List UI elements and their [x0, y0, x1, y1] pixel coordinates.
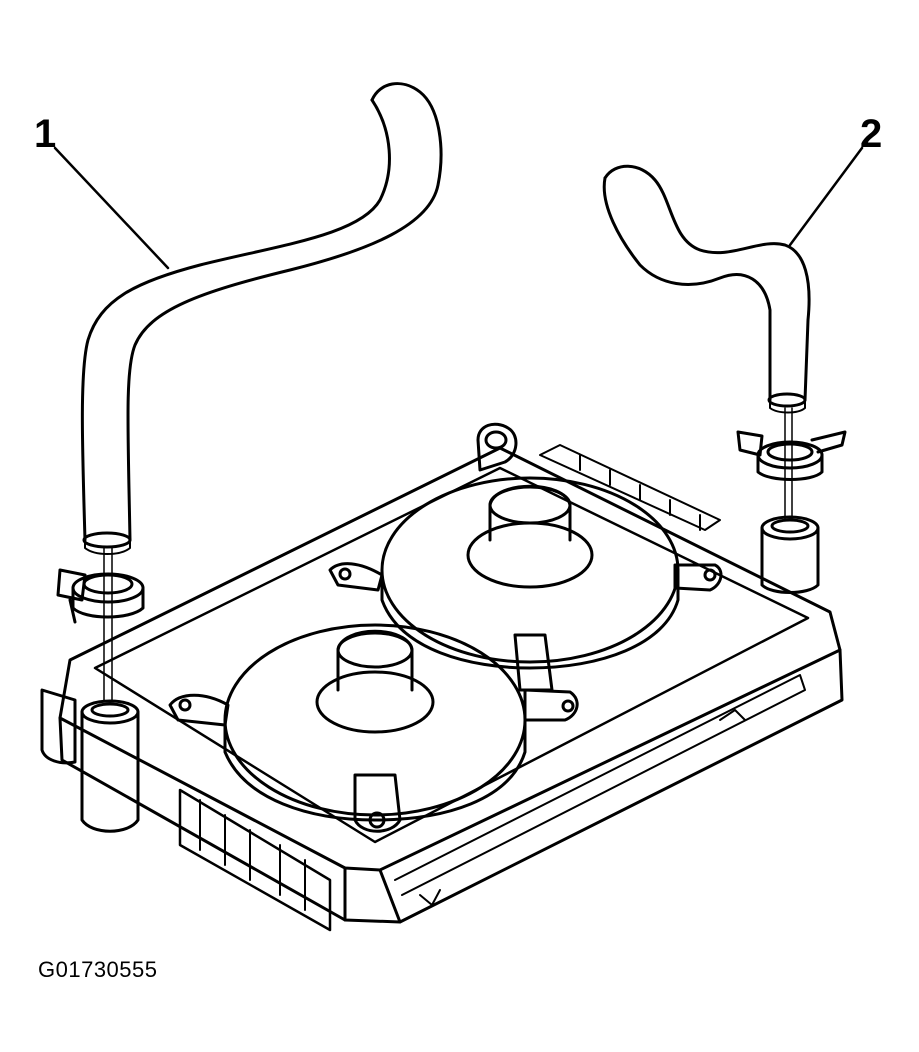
- clamp-1: [58, 570, 143, 622]
- blower-housing-rear: [330, 478, 721, 690]
- hose-2: [604, 166, 809, 412]
- leader-line-1: [55, 148, 168, 268]
- leader-line-2: [790, 148, 862, 245]
- clamp-2: [738, 432, 845, 480]
- callout-label-2: 2: [860, 112, 883, 156]
- hose-1: [82, 84, 441, 554]
- heater-core-body: [42, 424, 842, 930]
- figure-id: G01730555: [38, 957, 158, 982]
- callout-label-1: 1: [34, 112, 57, 156]
- blower-housing-front: [170, 625, 577, 831]
